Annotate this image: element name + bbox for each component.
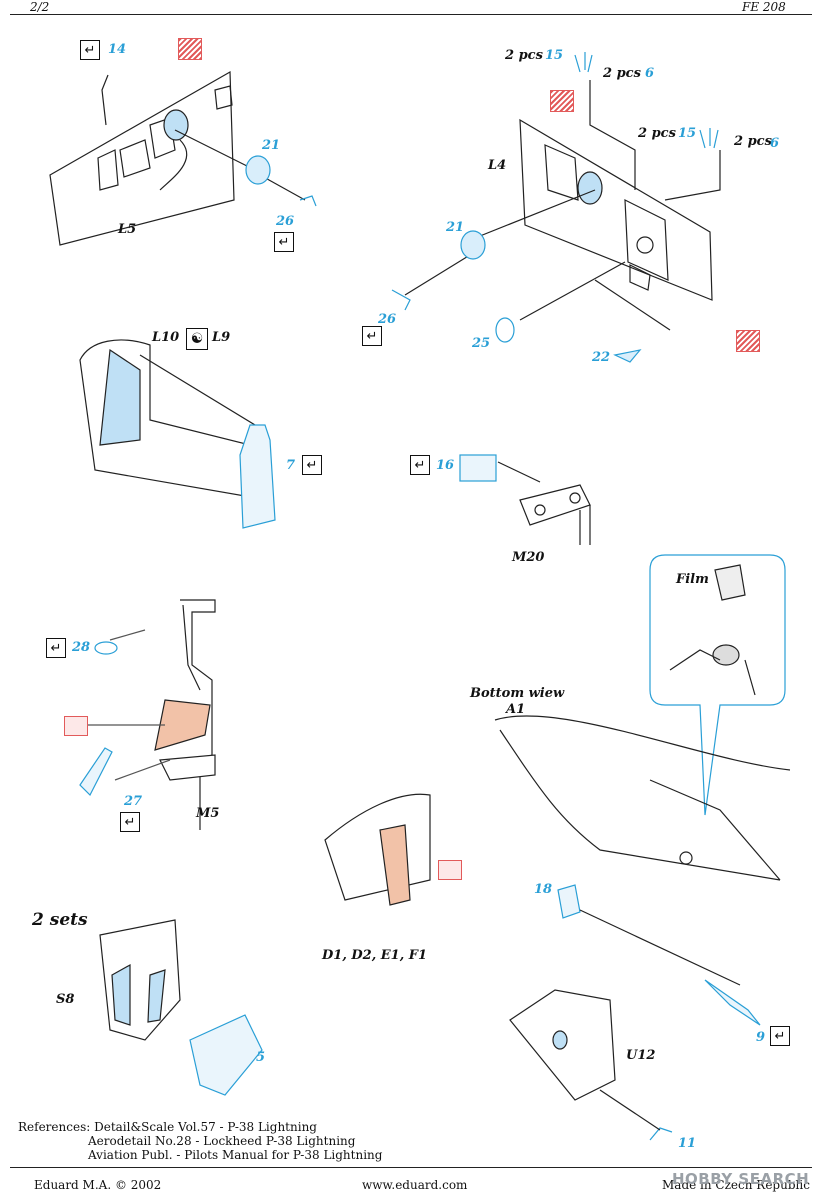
footer-web: www.eduard.com bbox=[362, 1178, 468, 1192]
label-pcs-15b: 2 pcs bbox=[638, 126, 676, 141]
label-d1: D1, D2, E1, F1 bbox=[322, 948, 428, 963]
footer-company: Eduard M.A. © 2002 bbox=[34, 1178, 162, 1192]
label-l9: L9 bbox=[212, 330, 231, 345]
part-15: 15 bbox=[678, 126, 697, 141]
label-two-sets: 2 sets bbox=[32, 910, 88, 930]
references-prefix: References: bbox=[18, 1120, 91, 1134]
label-pcs-15a: 2 pcs bbox=[505, 48, 543, 63]
references: References: Detail&Scale Vol.57 - P-38 L… bbox=[18, 1120, 382, 1162]
label-l4: L4 bbox=[488, 158, 507, 173]
bend-arrow-icon: ↵ bbox=[302, 455, 322, 475]
color-swatch-icon bbox=[178, 38, 202, 60]
label-pcs-6a: 2 pcs bbox=[603, 66, 641, 81]
part-7: 7 bbox=[286, 458, 296, 473]
reference-line: Aerodetail No.28 - Lockheed P-38 Lightni… bbox=[88, 1134, 356, 1148]
bend-arrow-icon: ↵ bbox=[120, 812, 140, 832]
part-6: 6 bbox=[770, 136, 780, 151]
bend-arrow-icon: ↵ bbox=[362, 326, 382, 346]
part-16: 16 bbox=[436, 458, 455, 473]
sheet-code: FE 208 bbox=[742, 0, 786, 14]
control-column bbox=[154, 599, 216, 830]
bend-arrow-icon: ↵ bbox=[410, 455, 430, 475]
color-swatch-icon bbox=[64, 716, 88, 736]
label-m20: M20 bbox=[512, 550, 545, 565]
part-26: 26 bbox=[378, 312, 397, 327]
part-25: 25 bbox=[472, 336, 491, 351]
part-21: 21 bbox=[446, 220, 465, 235]
bend-arrow-icon: ↵ bbox=[46, 638, 66, 658]
footer-origin: Made in Czech Republic bbox=[662, 1178, 810, 1192]
page-frame bbox=[10, 14, 812, 1168]
label-l10: L10 bbox=[152, 330, 180, 345]
part-18: 18 bbox=[534, 882, 553, 897]
bend-arrow-icon: ↵ bbox=[274, 232, 294, 252]
label-bottom-view: Bottom wiew bbox=[470, 686, 565, 701]
reference-line: Detail&Scale Vol.57 - P-38 Lightning bbox=[94, 1120, 317, 1134]
watermark: HOBBY SEARCH bbox=[672, 1170, 810, 1188]
part-28: 28 bbox=[72, 640, 91, 655]
part-21: 21 bbox=[262, 138, 281, 153]
bend-arrow-icon: ↵ bbox=[770, 1026, 790, 1046]
part-15: 15 bbox=[545, 48, 564, 63]
label-film: Film bbox=[676, 572, 709, 587]
yin-yang-icon: ☯ bbox=[186, 328, 208, 350]
part-14: 14 bbox=[108, 42, 127, 57]
color-swatch-icon bbox=[550, 90, 574, 112]
color-swatch-icon bbox=[438, 860, 462, 880]
part-9: 9 bbox=[756, 1030, 766, 1045]
label-m5: M5 bbox=[196, 806, 220, 821]
part-11: 11 bbox=[678, 1136, 697, 1151]
label-a1: A1 bbox=[506, 702, 526, 717]
label-u12: U12 bbox=[626, 1048, 656, 1063]
part-22: 22 bbox=[592, 350, 611, 365]
bend-arrow-icon: ↵ bbox=[80, 40, 100, 60]
label-pcs-6b: 2 pcs bbox=[734, 134, 772, 149]
part-5: 5 bbox=[256, 1050, 266, 1065]
part-27: 27 bbox=[124, 794, 143, 809]
part-26: 26 bbox=[276, 214, 295, 229]
panel-l5 bbox=[49, 70, 306, 246]
page-number: 2/2 bbox=[30, 0, 50, 14]
panel-l4 bbox=[404, 80, 721, 331]
part-6: 6 bbox=[645, 66, 655, 81]
label-l5: L5 bbox=[118, 222, 137, 237]
reference-line: Aviation Publ. - Pilots Manual for P-38 … bbox=[88, 1148, 383, 1162]
color-swatch-icon bbox=[736, 330, 760, 352]
label-s8: S8 bbox=[56, 992, 75, 1007]
